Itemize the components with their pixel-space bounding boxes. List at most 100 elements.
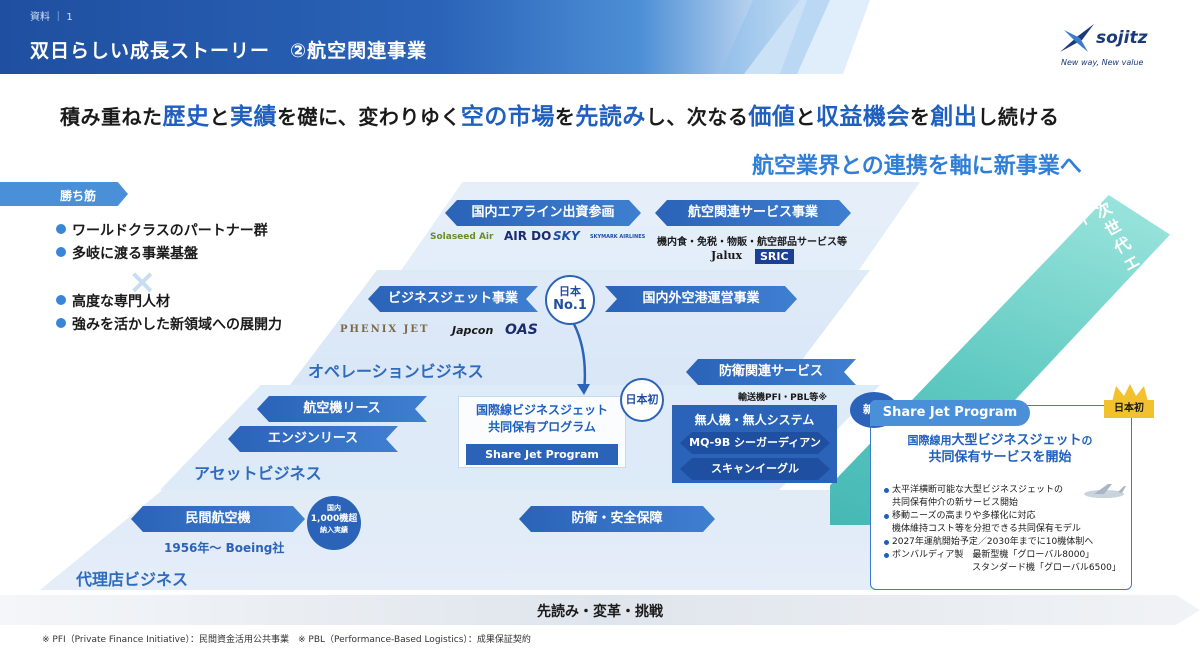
scaneagle-pill: スキャンイーグル — [680, 458, 830, 480]
asset-business-label: アセットビジネス — [194, 464, 322, 483]
share-jet-card — [870, 405, 1132, 590]
headline-highlight: 空の市場 — [460, 104, 555, 130]
headline-highlight: 先読み — [575, 104, 646, 130]
share-jet-header: Share Jet Program — [870, 400, 1030, 426]
airport-operation-pill: 国内外空港運営事業 — [605, 286, 797, 312]
japan-no1-badge: 日本 No.1 — [545, 275, 595, 325]
sojitz-logo: sojitz New way, New value — [1058, 22, 1168, 72]
delivery-record-badge: 国内 1,000機超 納入実績 — [307, 496, 361, 550]
badge-line: 納入実績 — [320, 526, 348, 534]
japan-first-badge: 日本初 — [620, 378, 664, 422]
intl-program-line: 共同保有プログラム — [488, 420, 596, 434]
bottom-banner — [0, 595, 1200, 625]
bullet-item: ボンバルディア製 最新型機「グローバル8000」 — [884, 549, 1124, 562]
down-arrow-icon — [572, 323, 590, 395]
japan-first-label: 日本初 — [1104, 400, 1154, 418]
winning-item-text: 高度な専門人材 — [72, 294, 170, 310]
headline-text: を — [554, 105, 576, 129]
title-part: の — [1081, 434, 1093, 447]
defense-security-pill: 防衛・安全保障 — [519, 506, 715, 532]
share-jet-program-button[interactable]: Share Jet Program — [466, 444, 618, 465]
sojitz-mark-icon — [1060, 24, 1094, 52]
bullet-icon — [56, 247, 66, 257]
civil-aircraft-since: 1956年〜 Boeing社 — [164, 541, 285, 555]
winning-label: 勝ち筋 — [0, 182, 128, 206]
bullet-item: 2027年運航開始予定／2030年までに10機体制へ — [884, 536, 1124, 549]
bullet-icon — [56, 318, 66, 328]
logo-tagline: New way, New value — [1061, 58, 1144, 67]
headline-text: と — [795, 105, 816, 129]
phenix-jet-logo: PHENIX JET — [340, 324, 430, 335]
winning-item-text: 多岐に渡る事業基盤 — [72, 246, 198, 262]
badge-line: 日本 — [559, 285, 581, 298]
japan-first-crown-badge: 日本初 — [1102, 382, 1158, 422]
badge-line: No.1 — [553, 298, 587, 313]
solaseed-logo: Solaseed Air — [430, 232, 494, 242]
badge-line: 1,000機超 — [310, 514, 358, 524]
engine-lease-pill: エンジンリース — [228, 426, 398, 452]
bullet-item: スタンダード機「グローバル6500」 — [972, 563, 1121, 573]
headline-highlight: 歴史 — [162, 104, 210, 130]
crown-icon — [1112, 384, 1148, 402]
drone-systems-title: 無人機・無人システム — [694, 413, 815, 427]
headline-highlight: 実績 — [230, 104, 277, 130]
oas-logo: OAS — [505, 322, 538, 338]
headline-text: し、次なる — [645, 105, 749, 129]
skymark-logo: SKY — [553, 229, 580, 243]
logo-wordmark: sojitz — [1096, 28, 1148, 48]
headline-text: し続ける — [977, 105, 1060, 129]
aviation-services-pill: 航空関連サービス事業 — [655, 200, 851, 226]
cross-icon: × — [128, 262, 157, 302]
jalux-logo: Jalux — [711, 249, 743, 262]
operation-business-label: オペレーションビジネス — [308, 362, 484, 381]
bullet-item: 共同保有仲介の新サービス開始 — [892, 498, 1019, 508]
document-label: 資料 ｜ 1 — [30, 12, 73, 23]
skymark-name: SKYMARK AIRLINES — [590, 234, 646, 240]
sric-logo: SRIC — [755, 249, 794, 264]
bullet-item: 移動ニーズの高まりや多様化に対応 — [884, 510, 1084, 523]
headline-highlight: 収益機会 — [815, 104, 910, 130]
badge-line: 国内 — [327, 504, 341, 512]
intl-program-line: 国際線ビジネスジェット — [475, 403, 608, 417]
headline-text: と — [209, 105, 230, 129]
seaguardian-pill: MQ-9B シーガーディアン — [680, 432, 830, 454]
subheadline: 航空業界との連携を軸に新事業へ — [752, 154, 1082, 179]
airline-investment-pill: 国内エアライン出資参画 — [445, 200, 641, 226]
bizjet-pill: ビジネスジェット事業 — [368, 286, 538, 312]
top-business-plane — [400, 182, 920, 272]
bullet-item: 太平洋横断可能な大型ビジネスジェットの — [884, 484, 1084, 497]
winning-item: 多岐に渡る事業基盤 — [56, 243, 198, 263]
header-band — [0, 0, 800, 74]
headline-text: を — [909, 105, 931, 129]
agent-business-label: 代理店ビジネス — [76, 570, 189, 589]
title-part: 大型ビジネスジェット — [951, 433, 1082, 448]
japcon-logo: Japcon — [452, 324, 494, 337]
headline-text: 積み重ねた — [60, 105, 163, 129]
business-jet-icon — [1084, 484, 1126, 498]
bullet-icon — [56, 295, 66, 305]
winning-item-text: 強みを活かした新領域への展開力 — [72, 317, 282, 333]
intl-program-title: 国際線ビジネスジェット 共同保有プログラム — [460, 402, 624, 436]
headline-highlight: 価値 — [748, 104, 796, 130]
headline-text: を礎に、変わりゆく — [277, 105, 461, 129]
winning-item: ワールドクラスのパートナー群 — [56, 220, 268, 240]
title-part: 国際線用 — [907, 434, 952, 447]
bullet-icon — [56, 224, 66, 234]
headline-highlight: 創出 — [930, 104, 978, 130]
airdo-logo: AIR DO — [504, 229, 552, 243]
page-title: 双日らしい成長ストーリー ②航空関連事業 — [30, 40, 428, 62]
civil-aircraft-pill: 民間航空機 — [131, 506, 305, 532]
footnote: ※ PFI（Private Finance Initiative）：民間資金活用… — [42, 635, 531, 645]
winning-item: 強みを活かした新領域への展開力 — [56, 314, 282, 334]
title-part: 共同保有サービスを開始 — [928, 450, 1072, 465]
share-jet-bullets: 太平洋横断可能な大型ビジネスジェットの 共同保有仲介の新サービス開始 移動ニーズ… — [884, 484, 1121, 575]
winning-item: 高度な専門人材 — [56, 291, 170, 311]
aviation-services-detail: 機内食・免税・物販・航空部品サービス等 — [657, 237, 847, 248]
share-jet-title: 国際線用大型ビジネスジェットの 共同保有サービスを開始 — [880, 432, 1120, 466]
header: 資料 ｜ 1 双日らしい成長ストーリー ②航空関連事業 sojitz New w… — [0, 0, 1200, 78]
headline: 積み重ねた歴史と実績を礎に、変わりゆく空の市場を先読みし、次なる価値と収益機会を… — [60, 97, 1059, 131]
winning-item-text: ワールドクラスのパートナー群 — [72, 223, 268, 239]
defense-services-pill: 防衛関連サービス — [686, 359, 856, 385]
bullet-item: 機体維持コスト等を分担できる共同保有モデル — [892, 524, 1081, 534]
